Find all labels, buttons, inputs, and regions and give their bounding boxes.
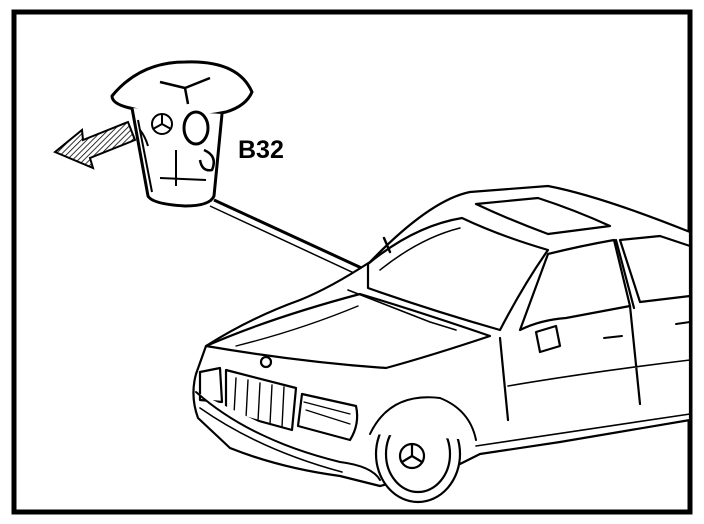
component-label: B32 <box>238 136 284 164</box>
three-pointed-star-emblem-icon <box>398 442 426 470</box>
three-pointed-star-emblem-icon <box>151 113 173 135</box>
sensor-component <box>110 60 254 208</box>
hatched-arrow-left-icon <box>53 120 137 170</box>
sedan-car-icon <box>192 184 692 504</box>
